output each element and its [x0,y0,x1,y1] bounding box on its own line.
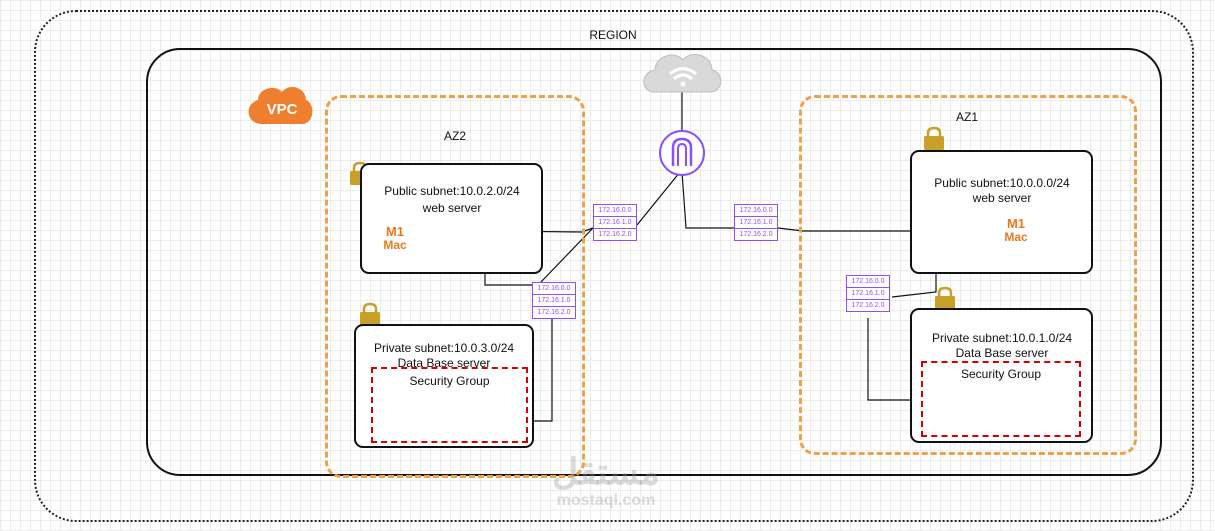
az2-db-server-label: Data Base server [397,356,491,370]
az1-security-group [921,361,1081,437]
route-entry: 172.16.2.0 [739,231,773,238]
az1-public-subnet [910,150,1093,274]
route-entry: 172.16.1.0 [847,288,889,300]
route-entry: 172.16.1.0 [735,217,777,229]
lock-icon [360,302,380,326]
az1-web-server-label: web server [972,191,1032,205]
route-table-icon: 172.16.0.0 172.16.1.0 172.16.2.0 [593,204,637,241]
lock-icon [935,286,955,310]
az2-web-server-label: web server [422,201,482,215]
vpc-boundary [146,48,1162,476]
route-entry: 172.16.1.0 [594,217,636,229]
watermark-brand: مستقل [552,451,660,492]
az2-security-group [371,367,528,443]
route-table-icon: 172.16.0.0 172.16.1.0 172.16.2.0 [846,275,890,312]
internet-gateway-icon [659,130,705,176]
az2-private-subnet [354,324,534,448]
chip-label-line2: Mac [383,238,407,252]
az2-label: AZ2 [443,129,466,143]
az1-security-group-label: Security Group [960,367,1042,381]
az1-route-to-elb-line [777,227,922,232]
az1-private-subnet [910,308,1093,443]
route-entry: 172.16.0.0 [594,205,636,217]
vpc-badge [248,86,313,124]
lock-icon [924,126,944,150]
region-boundary [34,10,1194,522]
az1-route-to-eni-line [867,318,925,401]
az2-public-subnet-label: Public subnet:10.0.2.0/24 [384,184,520,198]
igw-to-az1-route-line [681,171,734,229]
chip-label-line1: M1 [1006,216,1026,231]
chip-label-line2: Mac [1004,230,1028,244]
az1-boundary [799,95,1137,455]
route-table-icon: 172.16.0.0 172.16.1.0 172.16.2.0 [734,204,778,241]
route-entry: 172.16.1.0 [533,295,575,307]
vpc-label: VPC [266,101,298,118]
route-entry: 172.16.2.0 [537,309,571,316]
chip-label-line1: M1 [385,224,405,239]
az2-private-subnet-label: Private subnet:10.0.3.0/24 [373,341,515,355]
watermark: مستقل mostaql.com [536,452,676,510]
watermark-site: mostaql.com [556,492,656,509]
az2-security-group-label: Security Group [409,374,490,388]
az1-public-subnet-label: Public subnet:10.0.0.0/24 [934,176,1070,190]
region-label: REGION [589,28,637,42]
igw-to-az2-route-line [636,171,681,226]
route-table-icon: 172.16.0.0 172.16.1.0 172.16.2.0 [532,282,576,319]
cloud-internet-icon [643,54,722,93]
route-entry: 172.16.0.0 [847,276,889,288]
route-entry: 172.16.2.0 [598,231,632,238]
route-entry: 172.16.2.0 [851,302,885,309]
az2-boundary [325,95,585,478]
az1-private-subnet-label: Private subnet:10.0.1.0/24 [931,331,1073,345]
route-entry: 172.16.0.0 [735,205,777,217]
az1-label: AZ1 [955,110,978,124]
route-entry: 172.16.0.0 [533,283,575,295]
az1-db-server-label: Data Base server [955,346,1049,360]
az2-public-subnet [360,163,543,274]
